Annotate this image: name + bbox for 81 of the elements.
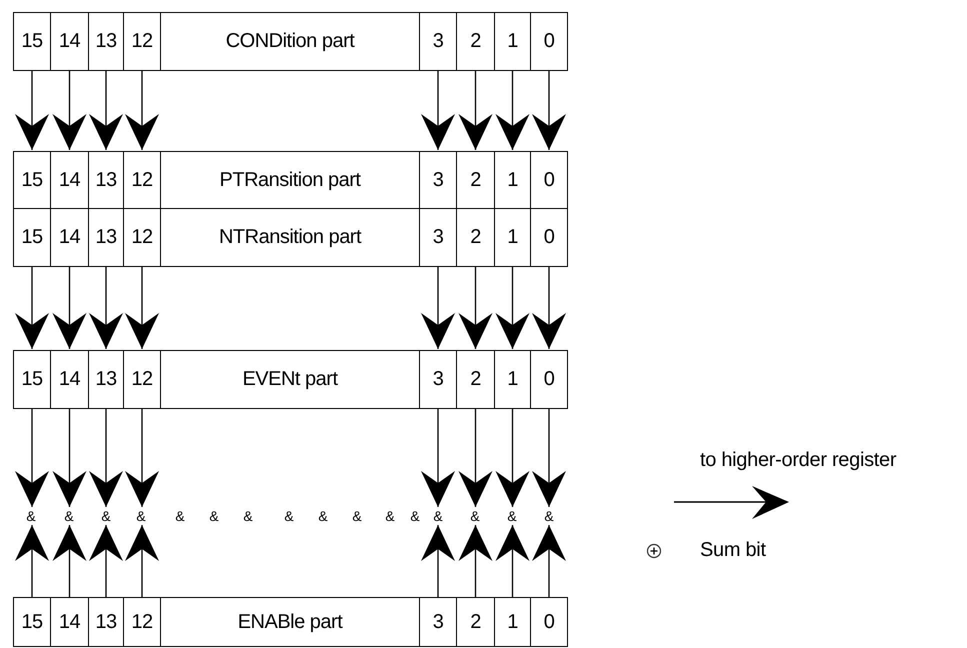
bit-cell: 0: [530, 151, 568, 209]
register-part-box: EVENt part: [160, 350, 420, 409]
arrow: [89, 71, 123, 150]
register-part-box: CONDition part: [160, 12, 420, 71]
and-gate-symbol: &: [99, 508, 113, 524]
arrow: [496, 525, 530, 597]
arrow: [421, 525, 455, 597]
arrow: [532, 525, 566, 597]
register-part-box: ENABle part: [160, 597, 420, 647]
arrow: [125, 71, 159, 150]
arrow: [532, 267, 566, 349]
arrow: [496, 267, 530, 349]
bit-cell: 3: [419, 350, 457, 409]
and-gate-symbol: &: [316, 508, 330, 524]
bit-cell: 2: [456, 350, 495, 409]
bit-cell: 2: [456, 12, 495, 71]
bit-cell: 0: [530, 12, 568, 71]
bit-cell: 1: [494, 350, 531, 409]
arrow: [89, 267, 123, 349]
bit-cell: 15: [13, 208, 51, 267]
bit-cell: 0: [530, 350, 568, 409]
bit-cell: 15: [13, 12, 51, 71]
arrow: [496, 409, 530, 507]
arrow: [52, 71, 86, 150]
bit-cell: 0: [530, 208, 568, 267]
arrow: [15, 71, 49, 150]
legend-text: Sum bit: [700, 539, 766, 562]
and-gate-symbol: &: [350, 508, 364, 524]
arrow: [421, 71, 455, 150]
and-gate-symbol: &: [207, 508, 221, 524]
bit-cell: 2: [456, 597, 495, 647]
and-gate-symbol: &: [383, 508, 397, 524]
and-gate-symbol: &: [241, 508, 255, 524]
and-gate-symbol: &: [408, 508, 422, 524]
bit-cell: 0: [530, 597, 568, 647]
arrow: [458, 525, 492, 597]
arrow: [15, 267, 49, 349]
and-gate-symbol: &: [173, 508, 187, 524]
bit-cell: 12: [123, 350, 161, 409]
bit-cell: 3: [419, 597, 457, 647]
and-gate-symbol: &: [282, 508, 296, 524]
bit-cell: 12: [123, 12, 161, 71]
bit-cell: 12: [123, 597, 161, 647]
note-text: to higher-order register: [700, 449, 896, 472]
bit-cell: 13: [88, 350, 124, 409]
arrow: [52, 525, 86, 597]
arrow: [458, 267, 492, 349]
bit-cell: 1: [494, 597, 531, 647]
arrow: [52, 409, 86, 507]
arrow: [125, 267, 159, 349]
bit-cell: 1: [494, 12, 531, 71]
arrow: [15, 409, 49, 507]
arrow: [89, 409, 123, 507]
bit-cell: 15: [13, 350, 51, 409]
arrow: [125, 409, 159, 507]
arrow: [496, 71, 530, 150]
arrow: [15, 525, 49, 597]
bit-cell: 14: [50, 12, 89, 71]
bit-cell: 3: [419, 12, 457, 71]
arrow: [458, 409, 492, 507]
and-gate-symbol: &: [542, 508, 556, 524]
bit-cell: 13: [88, 597, 124, 647]
and-gate-symbol: &: [62, 508, 76, 524]
bit-cell: 15: [13, 597, 51, 647]
arrow: [532, 71, 566, 150]
bit-cell: 13: [88, 12, 124, 71]
bit-cell: 14: [50, 597, 89, 647]
arrow: [89, 525, 123, 597]
arrow: [125, 525, 159, 597]
bit-cell: 14: [50, 350, 89, 409]
arrow: [52, 267, 86, 349]
and-gate-symbol: &: [505, 508, 519, 524]
arrow: [532, 409, 566, 507]
and-gate-symbol: &: [468, 508, 482, 524]
bit-cell: 15: [13, 151, 51, 209]
arrow: [421, 267, 455, 349]
and-gate-symbol: &: [431, 508, 445, 524]
and-gate-symbol: &: [134, 508, 148, 524]
arrow: [458, 71, 492, 150]
arrow: [421, 409, 455, 507]
and-gate-symbol: &: [24, 508, 38, 524]
